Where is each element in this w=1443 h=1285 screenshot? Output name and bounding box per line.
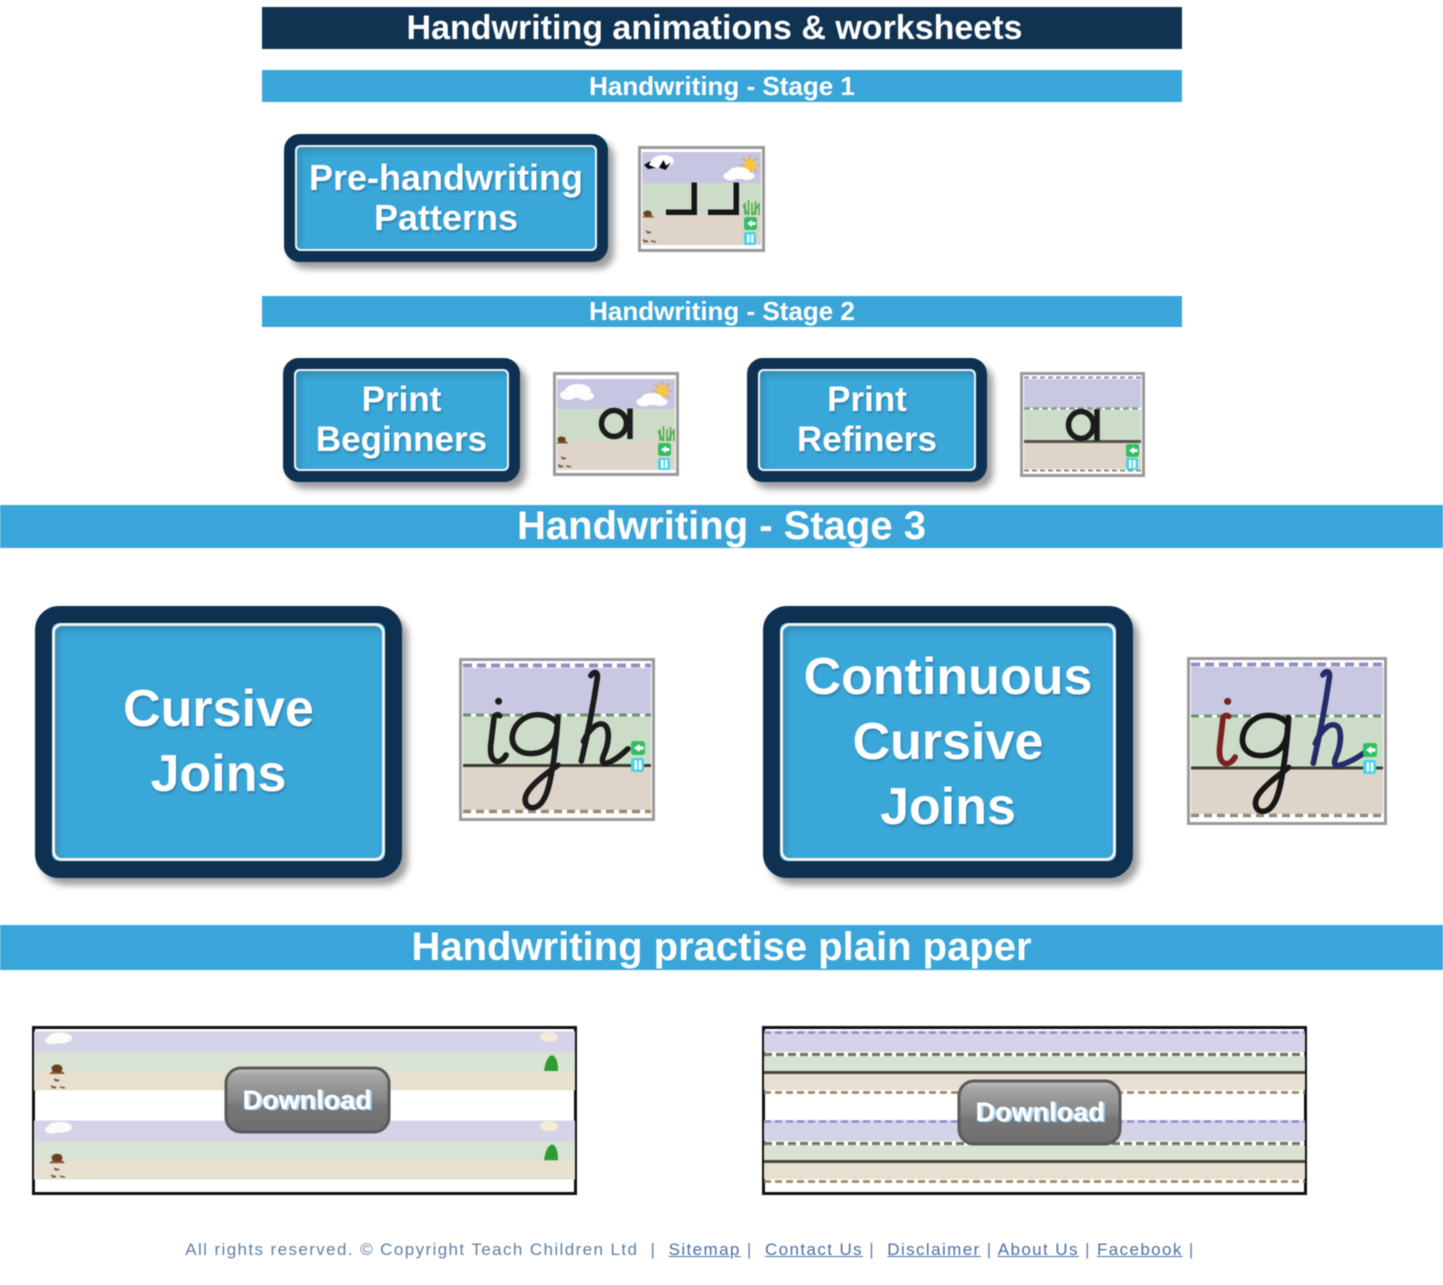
svg-text:Download: Download [976,1097,1105,1127]
svg-text:Download: Download [245,1086,374,1116]
svg-text:Download: Download [243,1085,372,1115]
svg-text:Download: Download [978,1098,1107,1128]
